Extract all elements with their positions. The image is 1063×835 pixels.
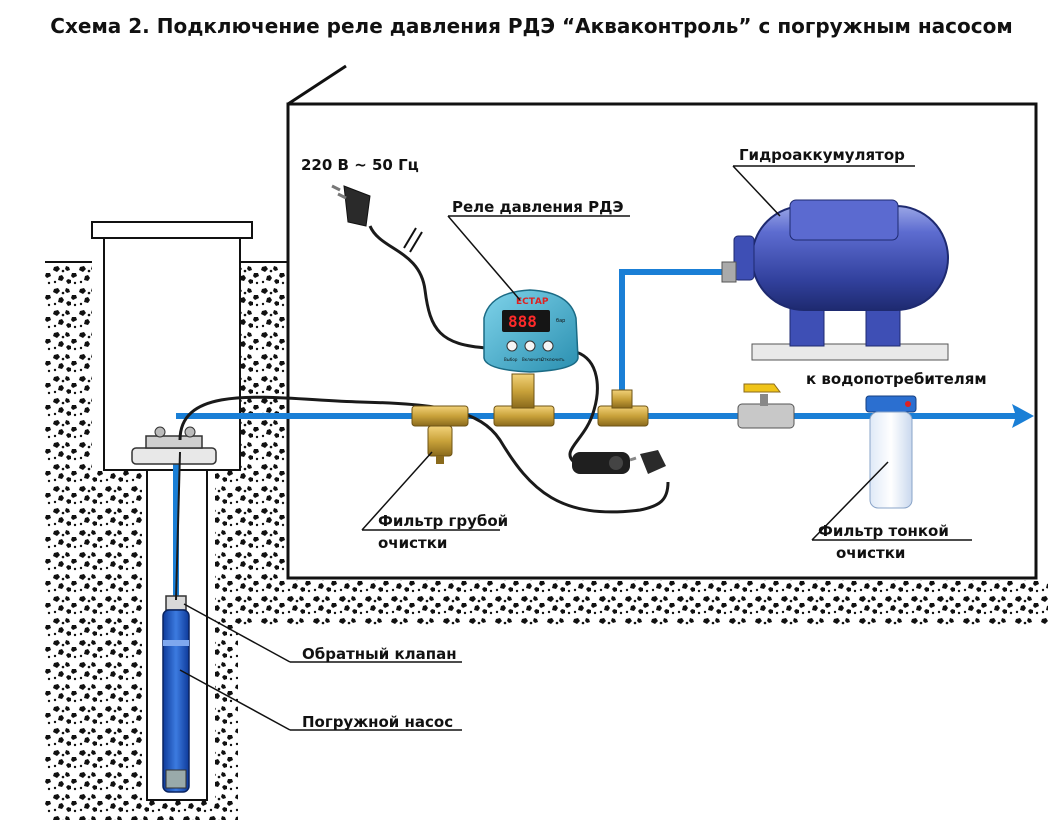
- relay-label: Реле давления РДЭ: [452, 198, 624, 216]
- power-cable: [368, 225, 489, 350]
- power-label: 220 В ~ 50 Гц: [301, 156, 419, 174]
- socket-icon: [572, 452, 630, 474]
- fine-filter-label-line1: Фильтр тонкой: [818, 522, 949, 540]
- page-title: Схема 2. Подключение реле давления РДЭ “…: [50, 14, 1013, 38]
- relay-button-caption: Выбор: [504, 357, 518, 362]
- ground-soil: [45, 261, 1048, 820]
- relay-button-caption: Отключить: [541, 357, 565, 362]
- well-head-cap: [131, 426, 217, 465]
- relay-display-digits: 888: [508, 312, 537, 331]
- coarse-filter: [411, 405, 469, 464]
- plug-icon: [331, 184, 371, 227]
- accumulator-tee-fitting: [597, 389, 649, 427]
- pump-plug: [629, 450, 666, 474]
- accumulator-pipe: [619, 269, 724, 400]
- pump-cable: [178, 395, 670, 514]
- relay-device-icon: [483, 289, 579, 373]
- pump-label: Погружной насос: [302, 713, 454, 731]
- relay-button-caption: Включить: [522, 357, 543, 362]
- relay-unit: бар: [556, 318, 565, 324]
- accumulator-tank-icon: [721, 199, 949, 361]
- ball-valve: [737, 383, 795, 429]
- relay-brand: ЕСТАР: [516, 297, 549, 307]
- relay-tee-fitting: [493, 373, 555, 427]
- arrow-right-icon: [1012, 404, 1034, 428]
- fine-filter-label-line2: очистки: [836, 544, 906, 562]
- leader-lines: [179, 165, 972, 731]
- pump-cable-down: [175, 451, 181, 601]
- fine-filter: [865, 395, 917, 509]
- coarse-filter-label-line1: Фильтр грубой: [378, 512, 509, 530]
- coarse-filter-label-line2: очистки: [378, 534, 448, 552]
- accumulator-label: Гидроаккумулятор: [739, 146, 905, 164]
- relay-output-cable: [568, 350, 599, 464]
- well-caisson: [91, 221, 253, 471]
- check-valve-label: Обратный клапан: [302, 645, 457, 663]
- consumers-label: к водопотребителям: [806, 370, 987, 388]
- submersible-pump: [162, 609, 190, 793]
